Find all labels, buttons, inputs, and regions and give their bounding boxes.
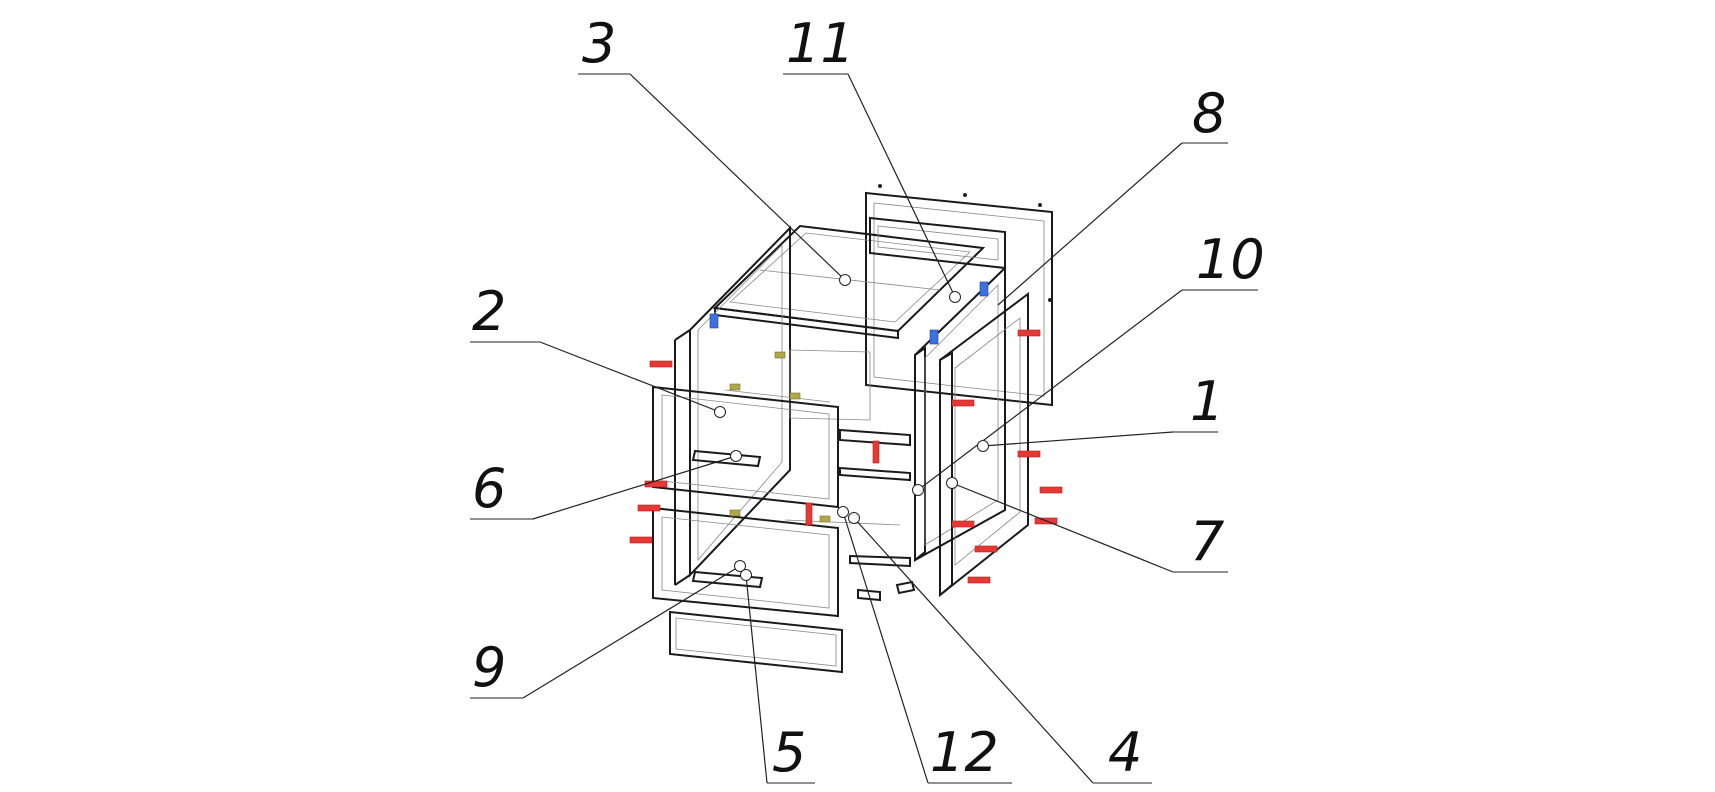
back-panel [865, 184, 1053, 407]
right-side-panel [939, 292, 1029, 598]
callout-label-6: 6 [472, 457, 506, 520]
callout-label-1: 1 [1190, 370, 1224, 433]
callout-labels: 3 11 8 10 2 1 6 7 9 5 12 4 [472, 12, 1265, 784]
callout-label-8: 8 [1192, 82, 1226, 145]
callout-label-3: 3 [582, 12, 616, 75]
drawer-front-lower [652, 506, 839, 618]
callout-label-7: 7 [1190, 510, 1224, 573]
blue-hinges [709, 281, 989, 345]
drawer-front-upper [652, 385, 839, 509]
left-side-panel [674, 225, 791, 586]
callout-label-12: 12 [930, 721, 999, 784]
plinth-panel [669, 610, 843, 674]
olive-dowels [729, 351, 831, 523]
red-fasteners [629, 329, 1063, 584]
callout-label-11: 11 [786, 12, 855, 75]
inner-frame [784, 349, 911, 568]
callout-label-9: 9 [472, 636, 506, 699]
divider-panel [914, 265, 1006, 563]
leader-lines [470, 73, 1258, 784]
callout-label-2: 2 [472, 280, 506, 343]
small-parts [857, 580, 916, 602]
callout-label-5: 5 [772, 721, 806, 784]
callout-label-10: 10 [1196, 228, 1265, 291]
callout-label-4: 4 [1108, 721, 1142, 784]
